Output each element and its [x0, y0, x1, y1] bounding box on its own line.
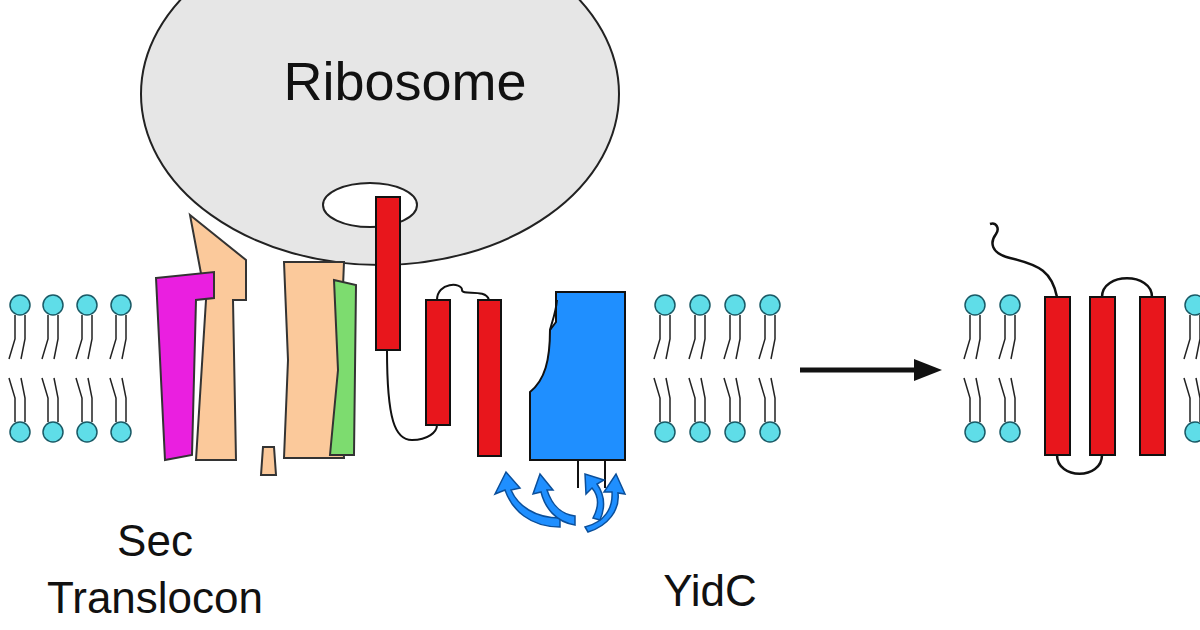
lipid [759, 295, 780, 359]
lipid [689, 295, 710, 359]
translocon-subunit [284, 262, 344, 458]
lipid [964, 295, 985, 359]
ribosome-shape: Ribosome [140, 0, 620, 266]
lipid [1184, 378, 1200, 442]
lipid [724, 295, 745, 359]
ribosome-outline [140, 0, 620, 266]
lipid [110, 378, 131, 442]
lipid [999, 378, 1020, 442]
lipid [76, 378, 97, 442]
process-arrow [800, 359, 942, 381]
lipid [1184, 295, 1200, 359]
exit-tunnel [323, 183, 417, 227]
translocon-plug [261, 447, 276, 475]
translocon-subunit [156, 272, 214, 460]
translocon-subunit [190, 215, 246, 460]
lipid [689, 378, 710, 442]
lipid [42, 295, 63, 359]
lipid [654, 295, 675, 359]
lipid [724, 378, 745, 442]
lipid [759, 378, 780, 442]
node-title: Ribosome [140, 50, 670, 112]
lipid [9, 295, 30, 359]
inserted-protein [990, 224, 1165, 474]
translocon-subunit [330, 280, 356, 455]
lipid [42, 378, 63, 442]
yidc-insertase [495, 292, 625, 532]
lipid [76, 295, 97, 359]
part-name: Sec Translocon [30, 512, 280, 626]
part-name: YidC [620, 562, 800, 619]
lipid-bilayer [9, 295, 1200, 442]
lipid [654, 378, 675, 442]
lipid [9, 378, 30, 442]
lipid [999, 295, 1020, 359]
lipid [110, 295, 131, 359]
lipid [964, 378, 985, 442]
